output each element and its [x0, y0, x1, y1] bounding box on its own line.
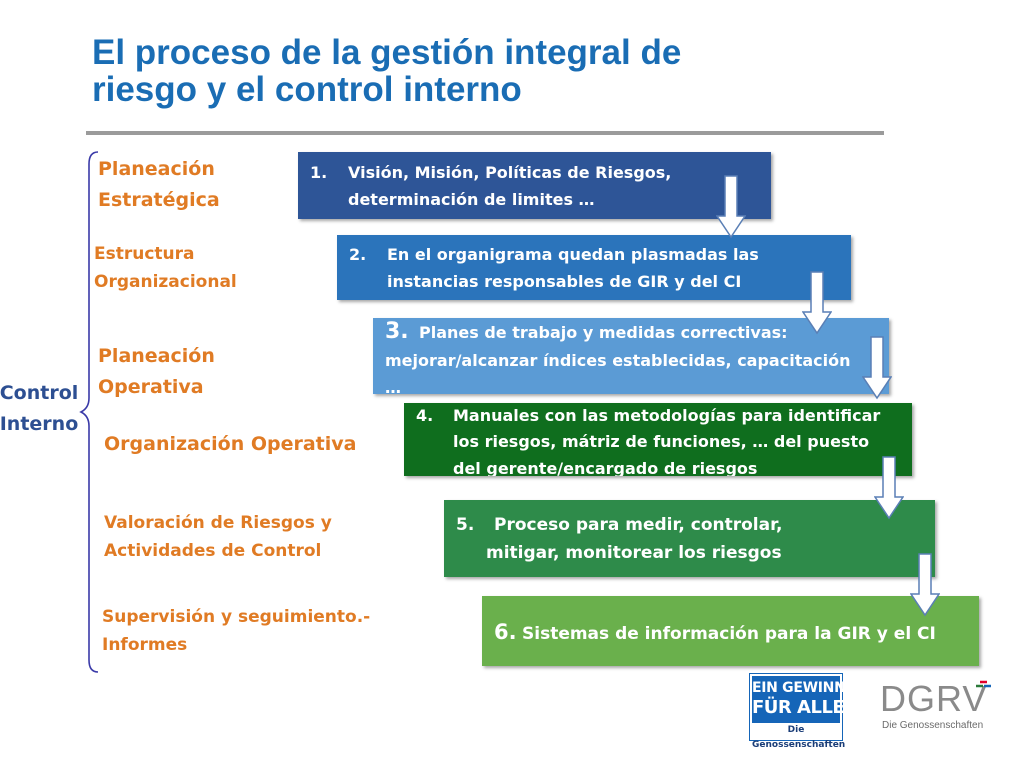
label-planeacion-estrategica: Planeación Estratégica: [98, 154, 220, 216]
gewinn-logo-subtitle: Die Genossenschaften: [752, 723, 846, 750]
step-4-line-2: los riesgos, mátriz de funciones, … del …: [453, 432, 870, 451]
left-brace: [79, 151, 99, 673]
title-divider: [86, 131, 884, 135]
label-planeacion-estrategica-line-1: Planeación: [98, 158, 215, 180]
label-estructura-line-2: Organizacional: [94, 272, 237, 292]
dgrv-logo: DGRV Die Genossenschaften: [880, 678, 992, 731]
step-1-line-2: determinación de limites …: [348, 190, 595, 209]
step-6-number: 6.: [494, 620, 517, 644]
dgrv-wordmark: DGRV: [880, 678, 991, 719]
step-1-number: 1.: [310, 163, 328, 182]
dgrv-logo-subtitle: Die Genossenschaften: [882, 720, 984, 731]
step-3-line-1: Planes de trabajo y medidas correctivas:: [419, 323, 788, 342]
title-line-2: riesgo y el control interno: [92, 70, 522, 109]
step-4-line-1: Manuales con las metodologías para ident…: [453, 406, 881, 425]
down-arrow-icon: [716, 175, 746, 239]
step-3-number: 3.: [385, 319, 409, 344]
label-estructura-organizacional: Estructura Organizacional: [94, 240, 237, 296]
control-interno-label: Control Interno: [0, 378, 80, 440]
step-box-1: 1. Visión, Misión, Políticas de Riesgos,…: [298, 152, 771, 219]
label-estructura-line-1: Estructura: [94, 244, 195, 264]
label-planeacion-operativa: Planeación Operativa: [98, 341, 215, 403]
step-5-line-2: mitigar, monitorear los riesgos: [486, 543, 782, 563]
gewinn-logo-line-1: EIN GEWINN: [752, 680, 846, 696]
step-5-number: 5.: [456, 515, 475, 535]
step-box-3: 3. Planes de trabajo y medidas correctiv…: [373, 318, 889, 394]
step-2-number: 2.: [349, 245, 367, 264]
label-supervision-line-2: Informes: [102, 635, 188, 655]
step-3-line-3: …: [385, 378, 401, 394]
label-planeacion-operativa-line-2: Operativa: [98, 376, 204, 398]
step-2-line-1: En el organigrama quedan plasmadas las: [387, 245, 759, 264]
step-1-line-1: Visión, Misión, Políticas de Riesgos,: [348, 163, 672, 182]
down-arrow-icon: [802, 271, 832, 335]
label-valoracion: Valoración de Riesgos y Actividades de C…: [104, 509, 332, 565]
step-box-4: 4. Manuales con las metodologías para id…: [404, 403, 912, 476]
down-arrow-icon: [874, 456, 904, 520]
control-interno-line-2: Interno: [0, 413, 79, 435]
step-2-line-2: instancias responsables de GIR y del CI: [387, 272, 742, 291]
control-interno-line-1: Control: [0, 382, 79, 404]
down-arrow-icon: [862, 336, 892, 400]
step-box-6: 6. Sistemas de información para la GIR y…: [482, 596, 979, 666]
label-planeacion-operativa-line-1: Planeación: [98, 345, 215, 367]
label-valoracion-line-2: Actividades de Control: [104, 541, 322, 561]
label-valoracion-line-1: Valoración de Riesgos y: [104, 513, 332, 533]
step-5-line-1: Proceso para medir, controlar,: [494, 515, 783, 535]
gewinn-logo: EIN GEWINN FÜR ALLE Die Genossenschaften: [749, 673, 846, 750]
step-6-line-1: Sistemas de información para la GIR y el…: [522, 624, 936, 644]
step-3-line-2: mejorar/alcanzar índices establecidas, c…: [385, 351, 851, 370]
label-planeacion-estrategica-line-2: Estratégica: [98, 189, 220, 211]
label-supervision-line-1: Supervisión y seguimiento.-: [102, 607, 371, 627]
label-supervision: Supervisión y seguimiento.- Informes: [102, 603, 370, 659]
label-organizacion-operativa-text: Organización Operativa: [104, 433, 357, 455]
dgrv-wordmark-text: DGRV: [880, 678, 987, 718]
page-title: El proceso de la gestión integral de rie…: [92, 34, 852, 108]
down-arrow-icon: [910, 553, 940, 617]
title-line-1: El proceso de la gestión integral de: [92, 33, 682, 72]
label-organizacion-operativa: Organización Operativa: [104, 429, 356, 460]
step-box-2: 2. En el organigrama quedan plasmadas la…: [337, 235, 851, 300]
gewinn-logo-line-2: FÜR ALLE: [752, 697, 845, 718]
step-4-number: 4.: [416, 406, 434, 425]
step-4-line-3: del gerente/encargado de riesgos: [453, 459, 758, 476]
step-box-5: 5. Proceso para medir, controlar, mitiga…: [444, 500, 935, 577]
